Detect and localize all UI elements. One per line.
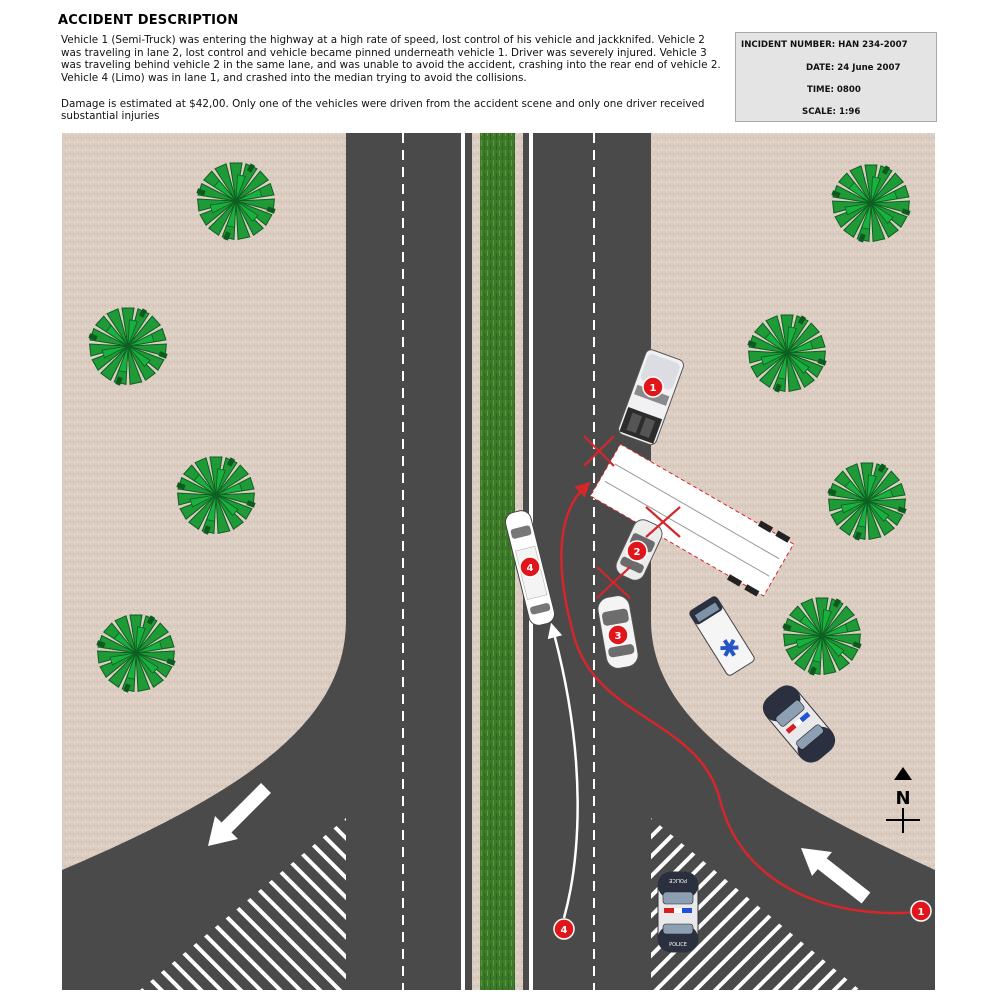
vehicle-4-start-marker: 4: [553, 918, 575, 940]
edge-line-left: [461, 128, 465, 990]
vehicle-4-marker: 4: [519, 556, 541, 578]
police-car: POLICE POLICE: [657, 871, 699, 953]
svg-text:4: 4: [527, 563, 534, 574]
page-title: ACCIDENT DESCRIPTION: [58, 13, 239, 28]
incident-scale-label: SCALE:: [802, 107, 836, 117]
vehicle-1-trailer: [589, 443, 795, 597]
ambulance: [689, 596, 755, 676]
svg-text:3: 3: [615, 631, 622, 642]
vehicle-4-path: [547, 622, 579, 919]
svg-text:1: 1: [650, 383, 657, 394]
description-paragraph-2: Damage is estimated at $42,00. Only one …: [61, 97, 705, 123]
incident-number-label: INCIDENT NUMBER:: [741, 40, 836, 50]
incident-date-row: DATE: 24 June 2007: [806, 63, 900, 73]
svg-text:4: 4: [561, 925, 568, 936]
vehicle-3-marker: 3: [607, 624, 629, 646]
right-gore-hatching: [651, 818, 860, 990]
description-paragraph-1: Vehicle 1 (Semi-Truck) was entering the …: [61, 34, 721, 85]
incident-time-label: TIME:: [807, 85, 834, 95]
median-shoulder-left: [472, 133, 480, 990]
left-ramp-direction-arrow: [208, 783, 271, 846]
left-gore-hatching: [140, 818, 346, 990]
impact-mark-x: [645, 506, 681, 538]
incident-date-value: 24 June 2007: [837, 63, 901, 73]
right-ramp-direction-arrow: [801, 848, 871, 904]
police-car-roof-text: POLICE: [669, 877, 687, 883]
north-compass-icon: N: [886, 767, 920, 833]
vehicle-1-start-marker: 1: [910, 900, 932, 922]
svg-text:1: 1: [918, 907, 925, 918]
compass-north-label: N: [895, 788, 910, 809]
incident-scale-value: 1:96: [838, 107, 861, 117]
accident-description: Vehicle 1 (Semi-Truck) was entering the …: [61, 34, 721, 136]
vehicle-1-marker: 1: [642, 376, 664, 398]
vehicle-1-path: [560, 481, 921, 915]
incident-number-value: HAN 234-2007: [838, 40, 908, 50]
incident-time-row: TIME: 0800: [807, 85, 861, 95]
incident-date-label: DATE:: [806, 63, 835, 73]
impact-mark-x: [583, 435, 615, 467]
incident-scale-row: SCALE: 1:96: [802, 107, 860, 117]
median-grass: [480, 133, 515, 990]
incident-info-box: INCIDENT NUMBER: HAN 234-2007 DATE: 24 J…: [735, 32, 937, 122]
impact-mark-x: [596, 566, 631, 599]
left-carriageway: [346, 133, 472, 990]
incident-time-value: 0800: [836, 85, 861, 95]
incident-number-row: INCIDENT NUMBER: HAN 234-2007: [741, 40, 908, 50]
police-car-trunk-text: POLICE: [669, 942, 687, 948]
vehicle-2-marker: 2: [626, 540, 648, 562]
svg-text:2: 2: [634, 547, 641, 558]
